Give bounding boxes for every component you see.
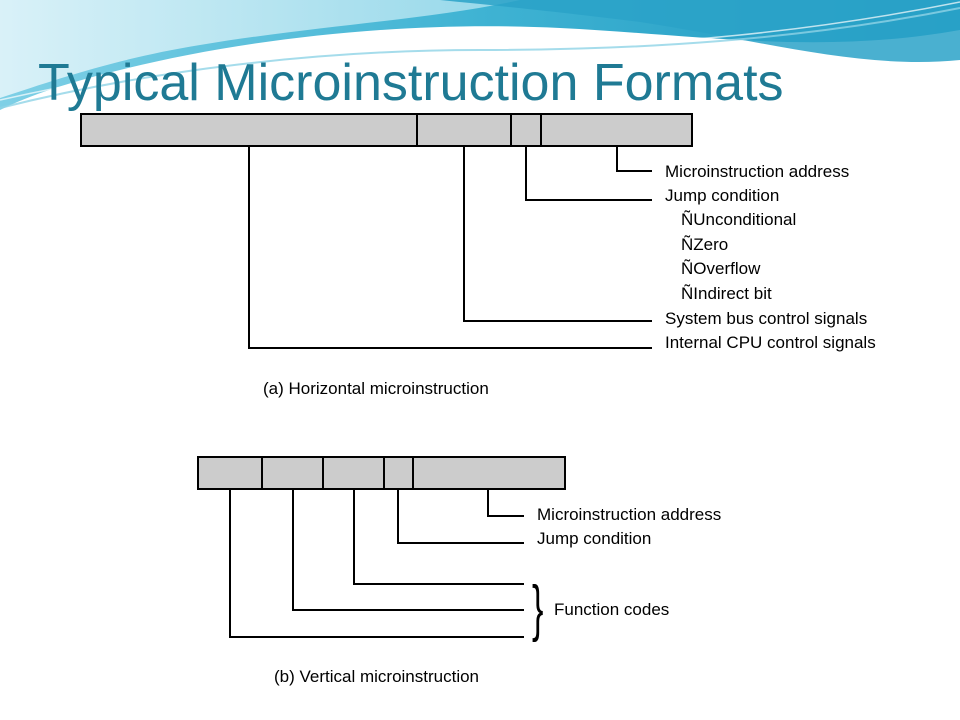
system-bus-leader-line [463,146,652,322]
vertical-jump-leader-line [397,489,524,544]
label-overflow: ÑOverflow [681,259,761,278]
caption-vertical: (b) Vertical microinstruction [274,667,479,686]
label-zero: ÑZero [681,235,728,254]
header-wave-decoration [0,0,960,110]
vertical-field-bar [197,456,566,490]
label-system-bus-control-signals: System bus control signals [665,309,867,328]
function-code-leader-line [292,489,524,611]
vertical-address-leader-line [487,489,524,517]
label-vertical-jump-condition: Jump condition [537,529,651,548]
label-microinstruction-address: Microinstruction address [665,162,849,181]
label-unconditional: ÑUnconditional [681,210,796,229]
label-internal-cpu-control-signals: Internal CPU control signals [665,333,876,352]
label-vertical-microinstruction-address: Microinstruction address [537,505,721,524]
function-code-leader-line [353,489,524,585]
label-function-codes: Function codes [554,600,669,619]
caption-horizontal: (a) Horizontal microinstruction [263,379,489,398]
label-jump-condition: Jump condition [665,186,779,205]
horizontal-format: Microinstruction address Jump condition … [80,113,876,398]
jump-leader-line [525,146,652,201]
vertical-format: Microinstruction address Jump condition … [197,456,721,686]
internal-cpu-leader-line [248,146,652,349]
slide-title: Typical Microinstruction Formats [38,54,784,112]
function-codes-brace: } [532,573,543,642]
address-leader-line [616,146,652,172]
function-code-leader-line [229,489,524,638]
label-indirect-bit: ÑIndirect bit [681,284,772,303]
horizontal-field-bar [80,113,693,147]
